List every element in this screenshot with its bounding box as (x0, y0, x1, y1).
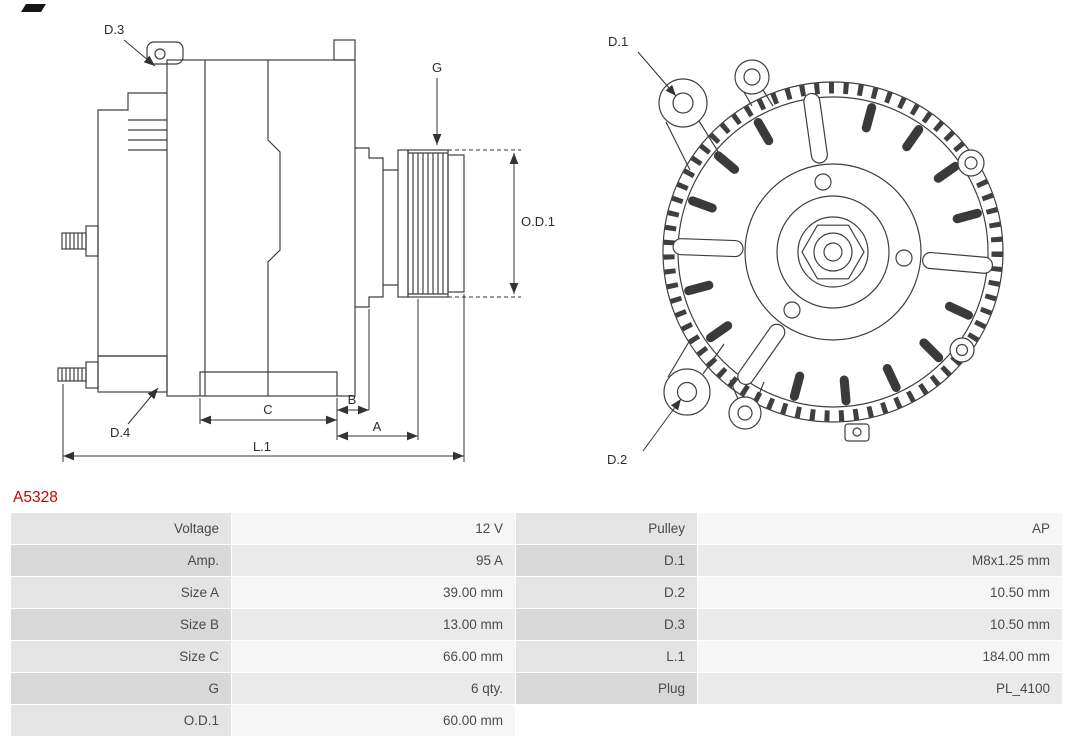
pulley-hub (744, 163, 922, 341)
dim-label-od1: O.D.1 (521, 214, 555, 229)
dim-label-g: G (432, 60, 442, 75)
spec-label-cell: Size A (10, 576, 232, 609)
logo-fragment-icon (21, 4, 46, 12)
spec-value-cell: AP (697, 512, 1063, 545)
od1-extension-lines (448, 149, 521, 298)
spec-label-cell: Voltage (10, 512, 232, 545)
spec-value-cell: PL_4100 (697, 672, 1063, 705)
alternator-drawing: G O.D.1 D.3 D.4 C B A L.1 (21, 4, 1004, 467)
leader-arrow-d3 (123, 39, 156, 67)
spec-value-cell: 95 A (231, 544, 516, 577)
spec-row: Size C 66.00 mm L.1 184.00 mm (10, 640, 1063, 673)
terminal-stud (61, 225, 99, 257)
leader-arrow-d1 (637, 51, 677, 97)
spec-label-cell: Pulley (515, 512, 698, 545)
spec-value-cell: M8x1.25 mm (697, 544, 1063, 577)
spec-label-cell: Amp. (10, 544, 232, 577)
spec-label-cell: L.1 (515, 640, 698, 673)
spec-row: Size B 13.00 mm D.3 10.50 mm (10, 608, 1063, 641)
rear-housing (97, 92, 168, 393)
dim-label-d1: D.1 (608, 34, 628, 49)
bottom-extension-lines (62, 294, 465, 462)
spec-value-cell: 66.00 mm (231, 640, 516, 673)
mounting-stud (57, 361, 99, 389)
dim-label-a: A (373, 419, 382, 434)
leader-arrow-d2 (642, 398, 682, 452)
front-view: D.1 D.2 (607, 34, 1004, 467)
spec-value-cell: 13.00 mm (231, 608, 516, 641)
spec-value-cell: 60.00 mm (231, 704, 516, 737)
dim-label-d4: D.4 (110, 425, 130, 440)
spec-row: Amp. 95 A D.1 M8x1.25 mm (10, 544, 1063, 577)
pulley (397, 149, 465, 298)
spec-value-cell: 10.50 mm (697, 608, 1063, 641)
technical-drawing-area: G O.D.1 D.3 D.4 C B A L.1 (21, 4, 1004, 467)
spec-value-cell: 184.00 mm (697, 640, 1063, 673)
vent-slots (684, 103, 982, 406)
spec-label-cell: D.3 (515, 608, 698, 641)
spec-label-cell: Plug (515, 672, 698, 705)
spec-label-cell: D.1 (515, 544, 698, 577)
spec-label-cell (515, 704, 698, 737)
main-body (146, 39, 398, 397)
spec-row: O.D.1 60.00 mm (10, 704, 1063, 737)
dim-label-l1: L.1 (253, 439, 271, 454)
plug-tab (844, 423, 870, 442)
spec-row: G 6 qty. Plug PL_4100 (10, 672, 1063, 705)
spokes (672, 92, 994, 386)
spec-label-cell: G (10, 672, 232, 705)
spec-label-cell: D.2 (515, 576, 698, 609)
dim-label-d3: D.3 (104, 22, 124, 37)
rim-teeth (663, 82, 1003, 422)
spec-row: Voltage 12 V Pulley AP (10, 512, 1063, 545)
spec-value-cell: 6 qty. (231, 672, 516, 705)
spec-value-cell: 39.00 mm (231, 576, 516, 609)
dim-label-b: B (348, 392, 357, 407)
spec-label-cell: Size C (10, 640, 232, 673)
dim-label-c: C (263, 402, 272, 417)
spec-value-cell: 12 V (231, 512, 516, 545)
spec-value-cell: 10.50 mm (697, 576, 1063, 609)
spec-table: Voltage 12 V Pulley AP Amp. 95 A D.1 M8x… (10, 512, 1063, 737)
leader-arrow-d4 (127, 387, 159, 425)
spec-row: Size A 39.00 mm D.2 10.50 mm (10, 576, 1063, 609)
dim-label-d2: D.2 (607, 452, 627, 467)
spec-value-cell (697, 704, 1063, 737)
spec-label-cell: O.D.1 (10, 704, 232, 737)
part-number: A5328 (13, 489, 58, 506)
side-view: G O.D.1 D.3 D.4 C B A L.1 (57, 22, 555, 462)
spec-label-cell: Size B (10, 608, 232, 641)
